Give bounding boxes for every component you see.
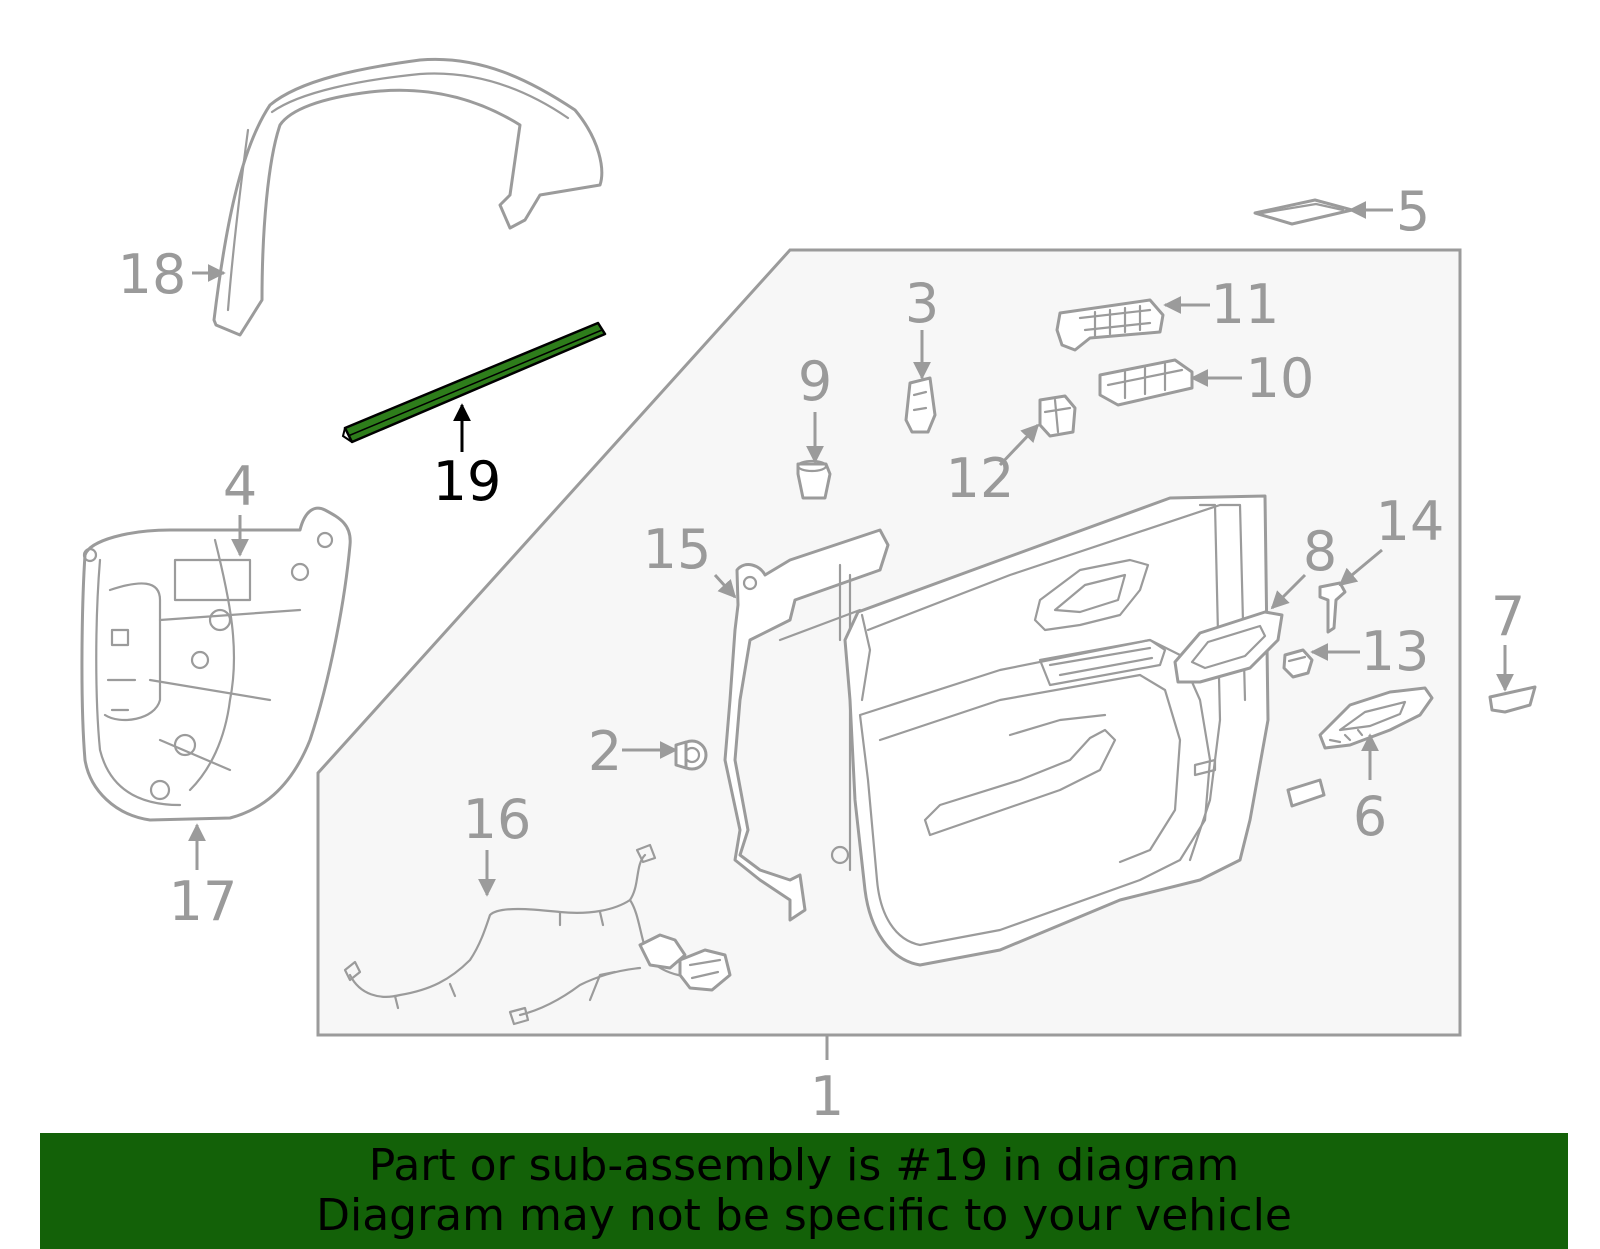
banner-line-1: Part or sub-assembly is #19 in diagram bbox=[368, 1140, 1240, 1191]
part-18-frame-molding bbox=[212, 57, 604, 337]
callout-7: 7 bbox=[1491, 585, 1525, 648]
callout-6: 6 bbox=[1353, 785, 1387, 848]
small-pad bbox=[1286, 778, 1326, 808]
callout-numbers: 1 2 3 4 5 6 7 8 9 10 11 12 13 14 15 16 1… bbox=[118, 180, 1526, 1120]
info-banner: Part or sub-assembly is #19 in diagram D… bbox=[40, 1133, 1568, 1249]
part-10-window-switch bbox=[1098, 358, 1194, 407]
banner-line-2: Diagram may not be specific to your vehi… bbox=[316, 1190, 1292, 1241]
callout-14: 14 bbox=[1376, 490, 1445, 553]
leader-8 bbox=[1270, 573, 1307, 610]
parts-diagram: 1 2 3 4 5 6 7 8 9 10 11 12 13 14 15 16 1… bbox=[80, 57, 1537, 1120]
part-5-pad bbox=[1253, 198, 1354, 226]
leader-14 bbox=[1338, 548, 1383, 587]
callout-18: 18 bbox=[118, 243, 187, 306]
part-9-clip bbox=[796, 459, 832, 500]
part-11-switch-bezel bbox=[1055, 298, 1165, 352]
parts-diagram-svg: 1 2 3 4 5 6 7 8 9 10 11 12 13 14 15 16 1… bbox=[80, 57, 1537, 1120]
part-12-switch bbox=[1038, 394, 1077, 438]
callout-5: 5 bbox=[1396, 180, 1430, 243]
part-8-handle-bezel bbox=[1173, 610, 1284, 684]
part-19-weatherstrip bbox=[341, 321, 607, 444]
part-17-window-regulator bbox=[80, 506, 352, 822]
callout-19: 19 bbox=[433, 450, 502, 513]
callout-12: 12 bbox=[946, 447, 1015, 510]
leader-15 bbox=[713, 573, 737, 599]
callout-11: 11 bbox=[1211, 273, 1280, 336]
callout-9: 9 bbox=[798, 350, 832, 413]
callout-17: 17 bbox=[169, 870, 238, 933]
part-13-switch-knob bbox=[1282, 648, 1314, 679]
callout-1: 1 bbox=[810, 1065, 844, 1120]
part-2-pushpin bbox=[674, 739, 708, 771]
callout-8: 8 bbox=[1303, 520, 1337, 583]
callout-10: 10 bbox=[1246, 347, 1315, 410]
callout-15: 15 bbox=[643, 518, 712, 581]
leader-lines bbox=[188, 201, 1514, 897]
callout-3: 3 bbox=[905, 272, 939, 335]
part-7-cap bbox=[1488, 685, 1537, 714]
part-16-wiring-harness bbox=[343, 843, 732, 1026]
part-3-switch bbox=[904, 376, 937, 434]
leader-12 bbox=[998, 423, 1040, 467]
callout-16: 16 bbox=[463, 788, 532, 851]
callout-4: 4 bbox=[223, 455, 257, 518]
part-6-inside-handle bbox=[1318, 686, 1434, 750]
callout-2: 2 bbox=[588, 720, 622, 783]
door-trim-panel bbox=[843, 494, 1270, 967]
callout-13: 13 bbox=[1361, 620, 1430, 683]
